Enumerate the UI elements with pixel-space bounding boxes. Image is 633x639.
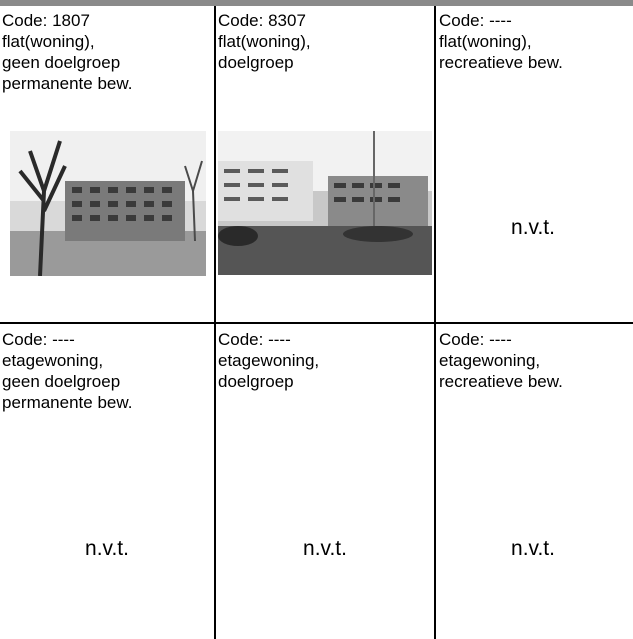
not-applicable-label: n.v.t. (303, 537, 347, 560)
cell-5-code: Code: ---- (218, 330, 291, 349)
cell-3-code: Code: ---- (439, 11, 512, 30)
flat-building-photo (218, 131, 432, 275)
cell-6-code: Code: ---- (439, 330, 512, 349)
cell-3-description: flat(woning), recreatieve bew. (439, 32, 563, 72)
not-applicable-label: n.v.t. (511, 537, 555, 560)
cell-2-description: flat(woning), doelgroep (218, 32, 311, 72)
cell-1-code: Code: 1807 (2, 11, 90, 30)
cell-1-description: flat(woning), geen doelgroep permanente … (2, 32, 133, 93)
not-applicable-label: n.v.t. (85, 537, 129, 560)
top-rule (0, 0, 633, 6)
cell-4-description: etagewoning, geen doelgroep permanente b… (2, 351, 133, 412)
not-applicable-label: n.v.t. (511, 216, 555, 239)
cell-2-code: Code: 8307 (218, 11, 306, 30)
row-divider (0, 322, 633, 324)
cell-6-description: etagewoning, recreatieve bew. (439, 351, 563, 391)
cell-5-description: etagewoning, doelgroep (218, 351, 320, 391)
flat-building-photo (10, 131, 206, 276)
cell-4-code: Code: ---- (2, 330, 75, 349)
